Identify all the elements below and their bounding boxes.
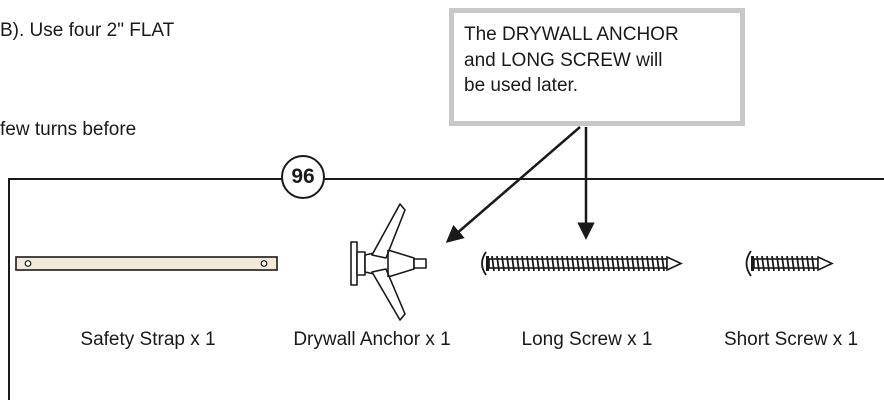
- safety-strap-icon: [15, 256, 278, 271]
- screw-thread: [556, 255, 560, 272]
- instruction-line-1: B). Use four 2" FLAT: [0, 20, 175, 41]
- short-screw-icon: [745, 250, 834, 277]
- screw-thread: [611, 255, 615, 272]
- callout-line-3: be used later.: [464, 75, 579, 96]
- screw-thread: [511, 255, 515, 272]
- caption-drywall-anchor: Drywall Anchor x 1: [293, 329, 451, 350]
- screw-thread: [661, 255, 665, 272]
- long-screw-icon: [481, 251, 683, 276]
- screw-thread: [591, 255, 595, 272]
- screw-thread: [636, 255, 640, 272]
- screw-thread: [651, 255, 655, 272]
- screw-thread: [761, 255, 765, 272]
- screw-thread: [781, 255, 785, 272]
- caption-long-screw: Long Screw x 1: [521, 329, 653, 350]
- screw-thread: [791, 255, 795, 272]
- parts-illustration: [15, 126, 834, 321]
- screw-thread: [606, 255, 610, 272]
- screw-thread: [526, 255, 530, 272]
- screw-thread: [756, 255, 760, 272]
- screw-thread: [631, 255, 635, 272]
- step-number-badge: 96: [281, 155, 325, 199]
- screw-thread: [776, 255, 780, 272]
- screw-thread: [566, 255, 570, 272]
- screw-thread: [521, 255, 525, 272]
- screw-thread: [616, 255, 620, 272]
- screw-thread: [801, 255, 805, 272]
- screw-thread: [491, 255, 495, 272]
- screw-thread: [536, 255, 540, 272]
- screw-thread: [621, 255, 625, 272]
- caption-safety-strap: Safety Strap x 1: [80, 329, 216, 350]
- screw-thread: [601, 255, 605, 272]
- screw-thread: [551, 255, 555, 272]
- screw-thread: [546, 255, 550, 272]
- pointer-arrow-anchor: [445, 126, 581, 243]
- screw-thread: [506, 255, 510, 272]
- screw-thread: [771, 255, 775, 272]
- screw-thread: [806, 255, 810, 272]
- callout-line-1: The DRYWALL ANCHOR: [464, 24, 679, 45]
- screw-thread: [811, 255, 815, 272]
- screw-thread: [561, 255, 565, 272]
- screw-thread: [796, 255, 800, 272]
- screw-thread: [626, 255, 630, 272]
- screw-thread: [586, 255, 590, 272]
- instruction-line-2: few turns before: [0, 119, 137, 140]
- screw-thread: [656, 255, 660, 272]
- screw-thread: [541, 255, 545, 272]
- screw-thread: [516, 255, 520, 272]
- screw-thread: [646, 255, 650, 272]
- screw-thread: [501, 255, 505, 272]
- screw-thread: [581, 255, 585, 272]
- screw-thread: [571, 255, 575, 272]
- screw-thread: [786, 255, 790, 272]
- screw-thread: [531, 255, 535, 272]
- callout-box: The DRYWALL ANCHOR and LONG SCREW will b…: [449, 8, 745, 126]
- screw-thread: [766, 255, 770, 272]
- screw-thread: [576, 255, 580, 272]
- drywall-anchor-icon: [350, 203, 427, 321]
- screw-thread: [596, 255, 600, 272]
- callout-line-2: and LONG SCREW will: [464, 49, 663, 71]
- screw-thread: [641, 255, 645, 272]
- screw-thread: [496, 255, 500, 272]
- caption-short-screw: Short Screw x 1: [723, 329, 859, 350]
- parts-frame: [8, 178, 884, 400]
